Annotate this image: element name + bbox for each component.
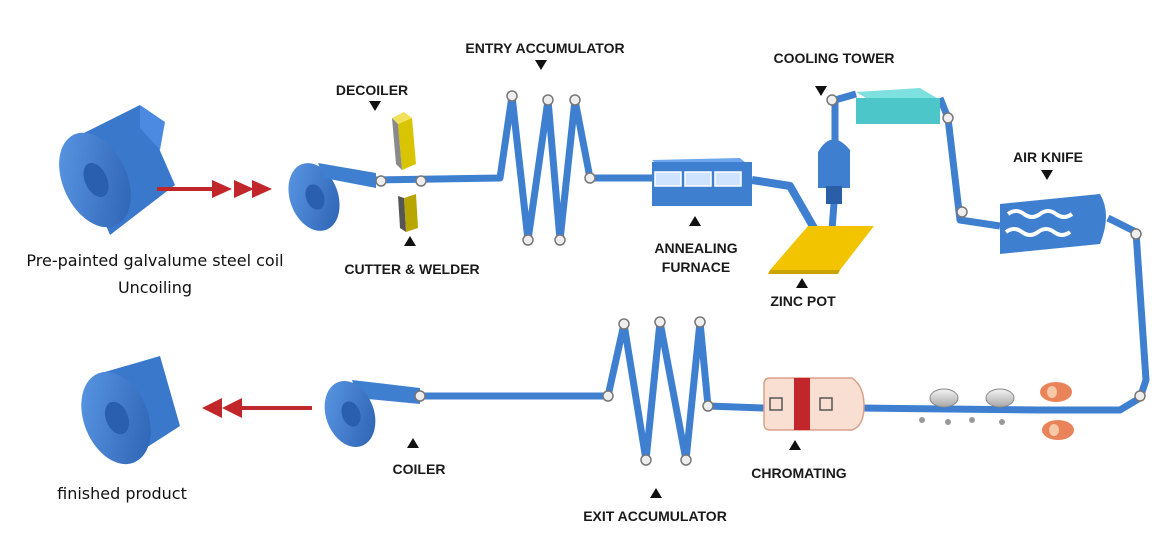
grey-roller-pair-2 [919, 388, 975, 425]
cutter-block-icon [398, 194, 418, 232]
orange-roller-pair [1040, 382, 1074, 440]
finished-coil-icon [81, 356, 180, 465]
chromating-icon [763, 377, 865, 431]
output-arrow-icon [202, 398, 312, 418]
label-entry-accumulator: ENTRY ACCUMULATOR [465, 40, 624, 56]
decoiler-coil-icon [288, 163, 376, 231]
zinc-pot-icon [768, 226, 874, 274]
caption-source-line1: Pre-painted galvalume steel coil [26, 251, 283, 270]
label-chromating: CHROMATING [751, 465, 847, 481]
source-coil-icon [59, 105, 175, 235]
label-coiler: COILER [393, 461, 446, 477]
label-air-knife: AIR KNIFE [1013, 149, 1083, 165]
entry-accumulator-rollers [506, 90, 596, 246]
label-pointer-icons [369, 60, 1053, 498]
zinc-jet-icon [818, 139, 850, 204]
label-zinc-pot: ZINC POT [770, 293, 836, 309]
grey-roller-pair-1 [985, 388, 1015, 425]
label-annealing-line2: FURNACE [662, 259, 730, 275]
label-cooling-tower: COOLING TOWER [773, 50, 894, 66]
label-annealing-line1: ANNEALING [654, 240, 737, 256]
label-cutter-welder: CUTTER & WELDER [344, 261, 479, 277]
label-decoiler: DECOILER [336, 82, 408, 98]
caption-finished-product: finished product [57, 484, 187, 503]
upper-strip-path [375, 90, 1150, 414]
air-knife-icon [1000, 194, 1106, 254]
annealing-furnace-icon [652, 158, 752, 206]
feed-arrow-icon [157, 180, 272, 198]
cooling-tower-icon [856, 88, 940, 124]
caption-source-line2: Uncoiling [118, 278, 192, 297]
coiler-coil-icon [324, 380, 420, 447]
exit-accumulator-rollers [602, 316, 714, 466]
label-exit-accumulator: EXIT ACCUMULATOR [583, 508, 727, 524]
decoiler-block-icon [392, 112, 416, 170]
